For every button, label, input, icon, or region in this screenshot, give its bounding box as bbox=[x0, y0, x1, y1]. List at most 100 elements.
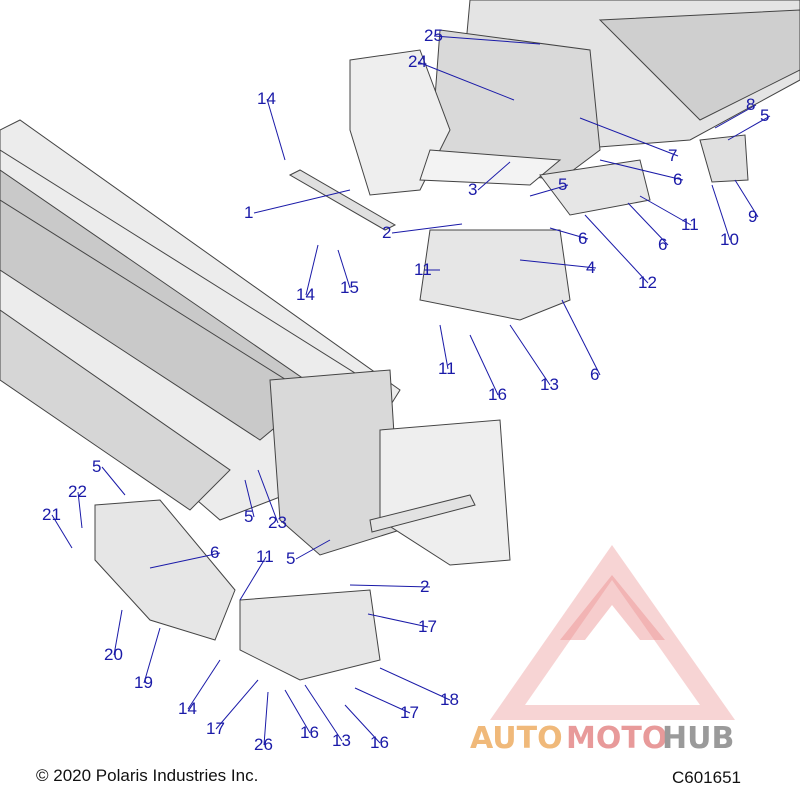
leader-line-13 bbox=[509, 324, 551, 386]
callout-14: 14 bbox=[178, 699, 197, 718]
callout-25: 25 bbox=[424, 26, 443, 45]
leader-line-20 bbox=[113, 609, 123, 656]
leader-line-16 bbox=[284, 689, 311, 734]
callout-6: 6 bbox=[673, 170, 682, 189]
leader-line-6 bbox=[599, 159, 684, 181]
callout-22: 22 bbox=[68, 482, 87, 501]
callout-11: 11 bbox=[438, 359, 456, 378]
callout-5: 5 bbox=[558, 175, 567, 194]
callout-14: 14 bbox=[296, 285, 315, 304]
leader-line-14 bbox=[266, 98, 286, 161]
leader-line-2 bbox=[349, 584, 431, 588]
callout-10: 10 bbox=[720, 230, 739, 249]
leader-line-5 bbox=[295, 539, 331, 560]
leader-line-9 bbox=[734, 179, 759, 218]
callout-17: 17 bbox=[400, 703, 419, 722]
leader-line-3 bbox=[477, 161, 511, 191]
callout-24: 24 bbox=[408, 52, 427, 71]
callout-5: 5 bbox=[760, 106, 769, 125]
callout-15: 15 bbox=[340, 278, 359, 297]
leader-line-16 bbox=[344, 704, 381, 744]
callout-8: 8 bbox=[746, 95, 755, 114]
callout-17: 17 bbox=[206, 719, 225, 738]
callout-16: 16 bbox=[300, 723, 319, 742]
callout-6: 6 bbox=[210, 543, 219, 562]
callout-11: 11 bbox=[681, 215, 699, 234]
watermark-wordmark: AUTO MOTO HUB bbox=[470, 721, 734, 756]
callout-26: 26 bbox=[254, 735, 273, 754]
leader-line-17 bbox=[215, 679, 259, 730]
leader-line-5 bbox=[101, 466, 126, 496]
watermark-word-hub: HUB bbox=[662, 721, 734, 756]
leader-line-17 bbox=[354, 687, 411, 714]
watermark-word-moto: MOTO bbox=[566, 721, 667, 756]
lower-bulkhead bbox=[269, 369, 511, 566]
callout-13: 13 bbox=[332, 731, 351, 750]
callout-11: 11 bbox=[256, 547, 274, 566]
leader-line-12 bbox=[584, 214, 649, 284]
callout-13: 13 bbox=[540, 375, 559, 394]
leader-line-26 bbox=[263, 691, 269, 746]
leader-line-6 bbox=[627, 202, 669, 246]
callout-5: 5 bbox=[244, 507, 253, 526]
leader-line-10 bbox=[711, 184, 731, 241]
upper-bulkhead bbox=[349, 29, 601, 196]
upper-brackets bbox=[419, 134, 749, 321]
leader-line-5 bbox=[529, 184, 569, 197]
callout-5: 5 bbox=[92, 457, 101, 476]
callout-3: 3 bbox=[468, 180, 477, 199]
callout-12: 12 bbox=[638, 273, 657, 292]
leader-line-19 bbox=[143, 627, 161, 684]
leader-line-13 bbox=[304, 684, 343, 742]
callout-9: 9 bbox=[748, 207, 757, 226]
leader-line-21 bbox=[51, 514, 73, 549]
leader-line-18 bbox=[379, 667, 451, 701]
leader-line-11 bbox=[639, 195, 692, 226]
callout-6: 6 bbox=[658, 235, 667, 254]
callout-19: 19 bbox=[134, 673, 153, 692]
leader-line-1 bbox=[253, 189, 351, 214]
leader-line-17 bbox=[367, 613, 429, 628]
leader-line-14 bbox=[305, 244, 319, 296]
leader-line-6 bbox=[549, 227, 589, 240]
leader-line-15 bbox=[337, 249, 351, 289]
watermark-word-auto: AUTO bbox=[470, 721, 563, 756]
leader-line-4 bbox=[519, 259, 597, 269]
callout-16: 16 bbox=[370, 733, 389, 752]
leader-line-6 bbox=[561, 299, 601, 376]
callout-17: 17 bbox=[418, 617, 437, 636]
callout-7: 7 bbox=[668, 146, 677, 165]
leader-line-7 bbox=[579, 117, 679, 157]
leader-line-8 bbox=[714, 104, 757, 129]
watermark-logo bbox=[490, 545, 735, 720]
leader-line-5 bbox=[244, 479, 255, 518]
leader-line-11 bbox=[239, 556, 267, 601]
leader-line-16 bbox=[469, 334, 499, 396]
callout-23: 23 bbox=[268, 513, 287, 532]
callout-4: 4 bbox=[586, 258, 595, 277]
callout-21: 21 bbox=[42, 505, 61, 524]
callout-16: 16 bbox=[488, 385, 507, 404]
leader-line-25 bbox=[433, 35, 541, 45]
callout-20: 20 bbox=[104, 645, 123, 664]
leader-line-14 bbox=[187, 659, 221, 710]
leader-line-11 bbox=[439, 324, 449, 370]
callout-18: 18 bbox=[440, 690, 459, 709]
leader-line-23 bbox=[257, 469, 279, 524]
copyright-notice: © 2020 Polaris Industries Inc. bbox=[36, 766, 259, 785]
leader-line-5 bbox=[727, 115, 771, 141]
lower-brackets bbox=[94, 499, 381, 681]
callout-6: 6 bbox=[590, 365, 599, 384]
leader-line-6 bbox=[149, 552, 221, 569]
leader-line-22 bbox=[77, 491, 83, 529]
callout-1: 1 bbox=[244, 203, 253, 222]
callout-14: 14 bbox=[257, 89, 276, 108]
callout-5: 5 bbox=[286, 549, 295, 568]
leader-line-24 bbox=[417, 61, 515, 101]
callout-6: 6 bbox=[578, 229, 587, 248]
leader-lines bbox=[51, 35, 771, 746]
cross-shaft-upper bbox=[288, 169, 397, 231]
